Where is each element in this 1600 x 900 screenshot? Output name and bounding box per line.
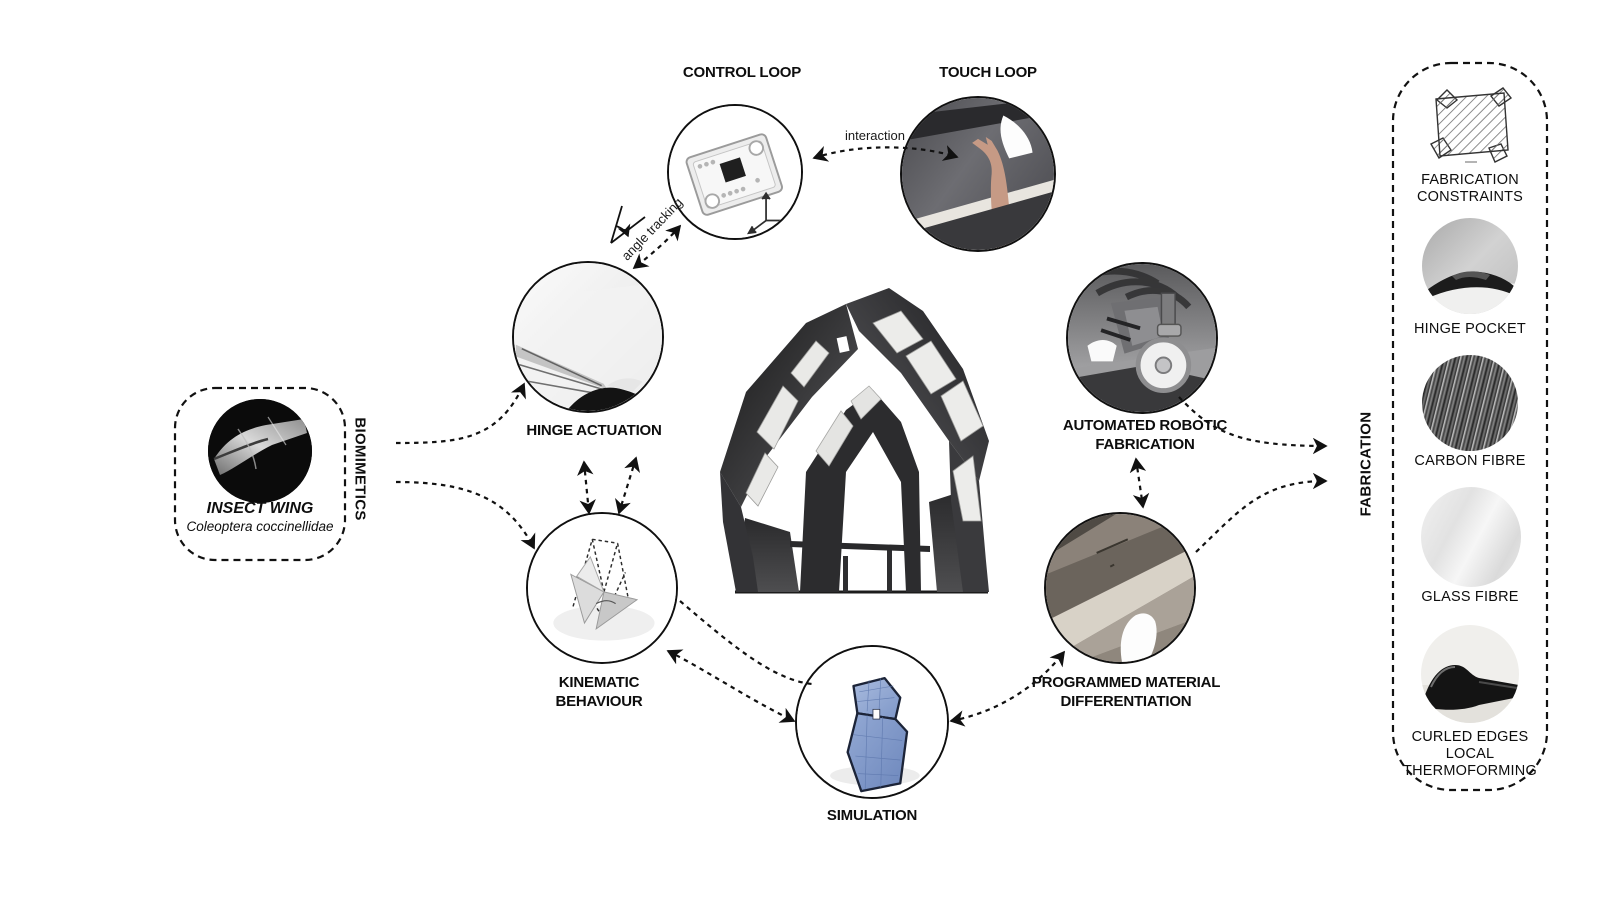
hinge-pocket-image xyxy=(1422,218,1518,314)
fabrication-constraints-line2: CONSTRAINTS xyxy=(1416,189,1524,205)
interaction-label: interaction xyxy=(845,128,905,143)
fabrication-constraints-image xyxy=(1430,87,1513,163)
insect-wing-subtitle: Coleoptera coccinellidae xyxy=(186,519,334,534)
simulation-label: SIMULATION xyxy=(826,807,918,824)
glass-fibre-image xyxy=(1421,487,1521,587)
control-loop-node xyxy=(667,104,803,240)
hinge-pocket-label: HINGE POCKET xyxy=(1414,321,1526,337)
control-loop-label: CONTROL LOOP xyxy=(682,64,802,81)
curled-edges-line1: CURLED EDGES xyxy=(1411,729,1529,745)
touch-loop-label: TOUCH LOOP xyxy=(939,64,1037,81)
material-label-line1: PROGRAMMED MATERIAL xyxy=(1031,674,1221,691)
kinematic-label-line2: BEHAVIOUR xyxy=(555,693,643,710)
biomimetics-side-label: BIOMIMETICS xyxy=(351,417,369,521)
kinematic-behaviour-node xyxy=(526,512,678,664)
touch-loop-node xyxy=(900,96,1056,252)
arrow-bio-kinematic xyxy=(395,480,536,550)
arrow-kinematic-simulation xyxy=(666,649,796,723)
glass-fibre-label: GLASS FIBRE xyxy=(1421,589,1519,605)
insect-wing-image xyxy=(208,399,312,503)
curled-edges-image xyxy=(1421,625,1519,723)
arrow-hinge-kinematic-1 xyxy=(577,460,596,515)
arrow-bio-hinge xyxy=(395,382,526,445)
kinematic-label-line1: KINEMATIC xyxy=(558,674,640,691)
arrow-hinge-kinematic-2 xyxy=(615,456,640,515)
arrow-material-panel xyxy=(1195,472,1328,553)
robotic-label-line1: AUTOMATED ROBOTIC xyxy=(1062,417,1228,434)
curled-edges-line2: LOCAL xyxy=(1445,746,1495,762)
robotic-label-line2: FABRICATION xyxy=(1095,436,1195,453)
simulation-node xyxy=(795,645,949,799)
hinge-actuation-node xyxy=(512,261,664,413)
curled-edges-line3: THERMOFORMING xyxy=(1403,763,1537,779)
material-label-line2: DIFFERENTIATION xyxy=(1060,693,1192,710)
arrow-robotic-material xyxy=(1129,457,1150,509)
curve-kinematic-simulation xyxy=(679,600,813,686)
carbon-fibre-label: CARBON FIBRE xyxy=(1414,453,1526,469)
carbon-fibre-image xyxy=(1422,355,1518,451)
biomimetics-box: INSECT WING Coleoptera coccinellidae xyxy=(175,388,345,560)
programmed-material-node xyxy=(1044,512,1196,664)
insect-wing-title: INSECT WING xyxy=(206,500,314,517)
fabrication-side-label: FABRICATION xyxy=(1357,411,1375,517)
angle-tracking-label: angle tracking xyxy=(618,194,686,264)
robotic-fabrication-node xyxy=(1066,262,1218,414)
fabrication-constraints-line1: FABRICATION xyxy=(1421,172,1519,188)
pavilion-render xyxy=(720,288,989,594)
hinge-actuation-label: HINGE ACTUATION xyxy=(526,422,662,439)
